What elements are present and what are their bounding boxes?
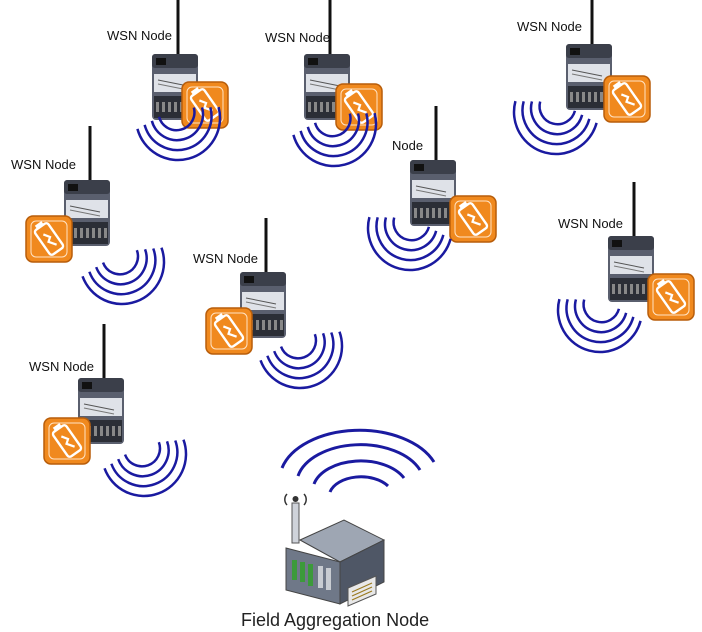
- wsn-node-2: [292, 0, 384, 168]
- battery-charging-icon: [42, 416, 92, 466]
- radio-waves-icon: [136, 106, 222, 162]
- radio-waves-icon: [81, 247, 166, 306]
- server-gateway-icon: [284, 493, 386, 607]
- wsn-node-device-icon: [607, 181, 655, 303]
- wsn-node-7: [556, 181, 696, 354]
- battery-charging-icon: [204, 306, 254, 356]
- aggregator-radio-waves-icon: [280, 428, 436, 493]
- node-label-1: WSN Node: [107, 28, 173, 43]
- wsn-node-8: [42, 323, 188, 498]
- node-label-7: WSN Node: [193, 251, 259, 266]
- node-label-3: WSN Node: [517, 19, 583, 34]
- wsn-node-5: [366, 105, 498, 272]
- radio-waves-icon: [292, 112, 378, 168]
- radio-waves-icon: [556, 298, 642, 354]
- aggregation-node-label: Field Aggregation Node: [241, 610, 430, 630]
- battery-charging-icon: [646, 272, 696, 322]
- node-label-4: WSN Node: [11, 157, 77, 172]
- radio-waves-icon: [259, 331, 344, 390]
- wsn-node-6: [204, 217, 344, 390]
- wsn-node-device-icon: [409, 105, 457, 227]
- radio-waves-icon: [103, 439, 188, 498]
- radio-waves-icon: [366, 216, 452, 272]
- wsn-node-4: [24, 125, 166, 306]
- battery-charging-icon: [602, 74, 652, 124]
- battery-charging-icon: [448, 194, 498, 244]
- node-label-5: Node: [392, 138, 424, 153]
- node-label-8: WSN Node: [29, 359, 95, 374]
- wsn-node-3: [512, 0, 652, 156]
- node-label-6: WSN Node: [558, 216, 624, 231]
- wsn-node-1: [136, 0, 230, 162]
- node-label-2: WSN Node: [265, 30, 331, 45]
- battery-charging-icon: [24, 214, 74, 264]
- radio-waves-icon: [512, 100, 598, 156]
